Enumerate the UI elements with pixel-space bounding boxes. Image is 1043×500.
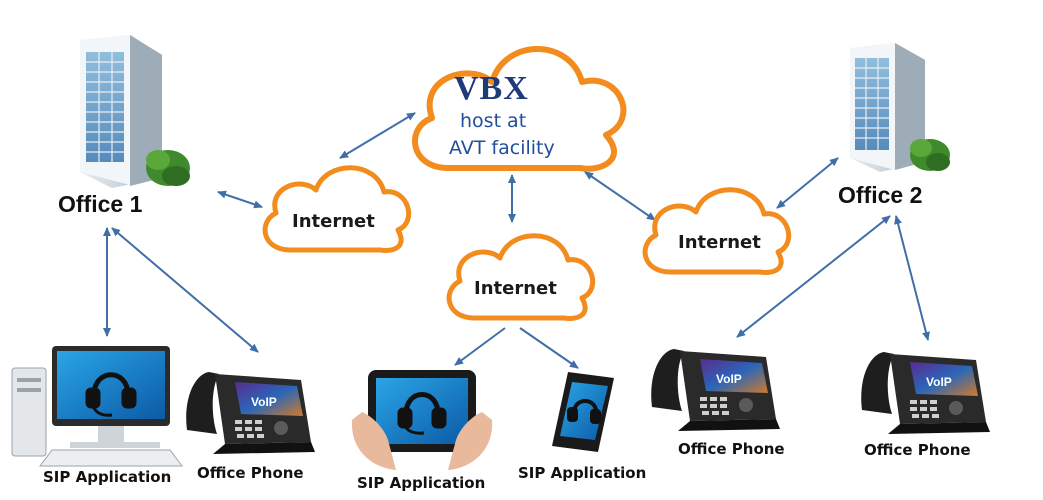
office-phone-2-icon: VoIP <box>651 349 780 431</box>
arrow-office1-phone1 <box>111 227 259 353</box>
mobile-phone-icon <box>552 372 614 452</box>
headset-icon <box>567 399 601 424</box>
cloud-center-label: Internet <box>474 278 557 299</box>
cloud-vbx <box>412 46 627 172</box>
tablet-icon <box>351 370 493 470</box>
arrow-office2-phone2 <box>736 215 891 338</box>
mobile-sip-label: SIP Application <box>518 464 647 482</box>
cloud-internet-left <box>262 165 412 253</box>
phone2-label: Office Phone <box>678 440 785 458</box>
office2-building-icon <box>850 43 950 172</box>
office-phone-1-icon: VoIP <box>186 372 315 454</box>
vbx-brand: VBX <box>454 70 529 107</box>
cloud-right-label: Internet <box>678 232 761 253</box>
phone1-label: Office Phone <box>197 464 304 482</box>
cloud-internet-center <box>446 233 596 321</box>
phone3-label: Office Phone <box>864 441 971 459</box>
connector-arrows <box>103 112 930 369</box>
cloud-internet-right <box>642 187 792 275</box>
phone-screen-text: VoIP <box>716 372 742 386</box>
phone-screen-text: VoIP <box>251 395 277 409</box>
phone-screen-text: VoIP <box>926 375 952 389</box>
arrow-office1-cloudleft <box>217 190 263 209</box>
vbx-host-line2: AVT facility <box>449 137 555 159</box>
arrow-cloudleft-vbx <box>339 112 416 159</box>
cloud-left-label: Internet <box>292 211 375 232</box>
vbx-host-line1: host at <box>460 110 527 132</box>
headset-icon <box>85 372 137 417</box>
arrow-cloudcenter-tablet <box>454 327 506 366</box>
headset-icon <box>397 392 447 435</box>
arrow-vbx-cloudright <box>584 171 656 221</box>
arrow-cloudright-office2 <box>776 157 839 209</box>
office1-label: Office 1 <box>58 191 143 217</box>
office2-label: Office 2 <box>838 182 923 208</box>
desktop-computer-icon <box>11 346 183 467</box>
tablet-sip-label: SIP Application <box>357 474 486 492</box>
arrow-office2-phone3 <box>894 215 930 341</box>
arrow-cloudcenter-mobile <box>519 327 579 369</box>
office-phone-3-icon: VoIP <box>861 352 990 434</box>
office1-building-icon <box>80 35 190 188</box>
desktop-sip-label: SIP Application <box>43 468 172 486</box>
